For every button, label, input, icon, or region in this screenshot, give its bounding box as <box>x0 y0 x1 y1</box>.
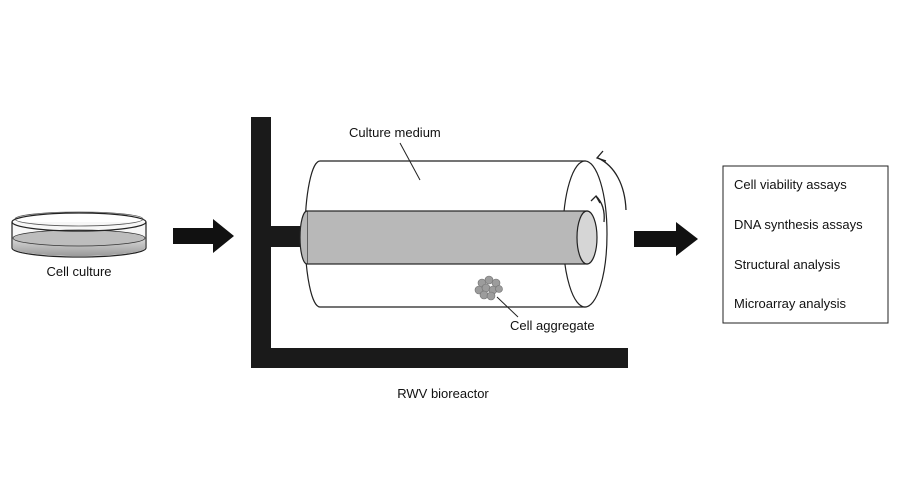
inner-cylinder <box>299 210 598 265</box>
analysis-item: DNA synthesis assays <box>734 217 863 232</box>
cell-aggregate-icon <box>474 275 503 301</box>
analysis-item: Cell viability assays <box>734 177 847 192</box>
stand-post <box>251 117 271 368</box>
rotation-arrow-icon <box>590 150 627 223</box>
cell-aggregate-label: Cell aggregate <box>510 318 595 333</box>
analysis-item: Structural analysis <box>734 257 841 272</box>
stand-base <box>251 348 628 368</box>
right-arrow-icon <box>634 222 698 256</box>
analysis-box <box>722 165 889 324</box>
right-arrow-icon <box>173 219 234 253</box>
cell-aggregate-pointer <box>496 296 519 318</box>
culture-medium-label: Culture medium <box>349 125 441 140</box>
cell-culture-label: Cell culture <box>46 264 111 279</box>
culture-medium-pointer <box>399 142 421 181</box>
analysis-item: Microarray analysis <box>734 296 846 311</box>
bioreactor-label: RWV bioreactor <box>397 386 489 401</box>
petri-dish-icon <box>11 211 147 258</box>
